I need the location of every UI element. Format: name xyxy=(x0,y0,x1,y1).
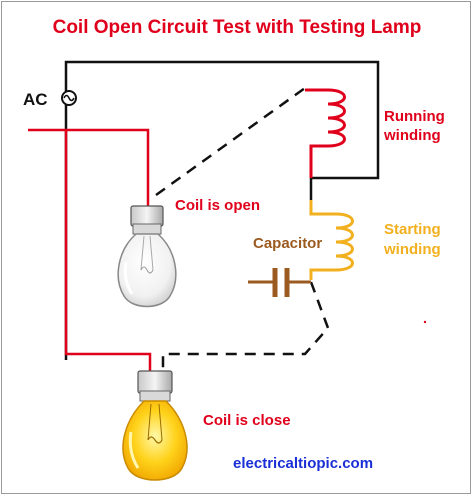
diagram-title: Coil Open Circuit Test with Testing Lamp xyxy=(53,17,422,38)
running-winding-label-1: Running xyxy=(384,108,445,125)
stray-dot xyxy=(423,320,427,324)
dashed-test-leads xyxy=(155,86,330,371)
ac-source: AC xyxy=(23,90,77,109)
running-winding-coil xyxy=(305,88,346,178)
capacitor-label: Capacitor xyxy=(253,235,322,252)
website-label: electricaltiopic.com xyxy=(233,455,373,472)
test-lamp-off xyxy=(117,205,177,308)
capacitor xyxy=(248,268,311,297)
red-supply-wire xyxy=(28,128,150,206)
black-supply-wire xyxy=(64,60,380,360)
test-lamp-on xyxy=(122,370,188,481)
starting-winding-coil xyxy=(309,200,354,280)
coil-open-label: Coil is open xyxy=(175,197,260,214)
ac-label: AC xyxy=(23,90,48,109)
running-winding-label-2: winding xyxy=(383,127,441,144)
coil-close-label: Coil is close xyxy=(203,412,291,429)
red-wire-bottom xyxy=(64,130,152,371)
starting-winding-label-1: Starting xyxy=(384,221,441,238)
starting-winding-label-2: winding xyxy=(383,241,441,258)
